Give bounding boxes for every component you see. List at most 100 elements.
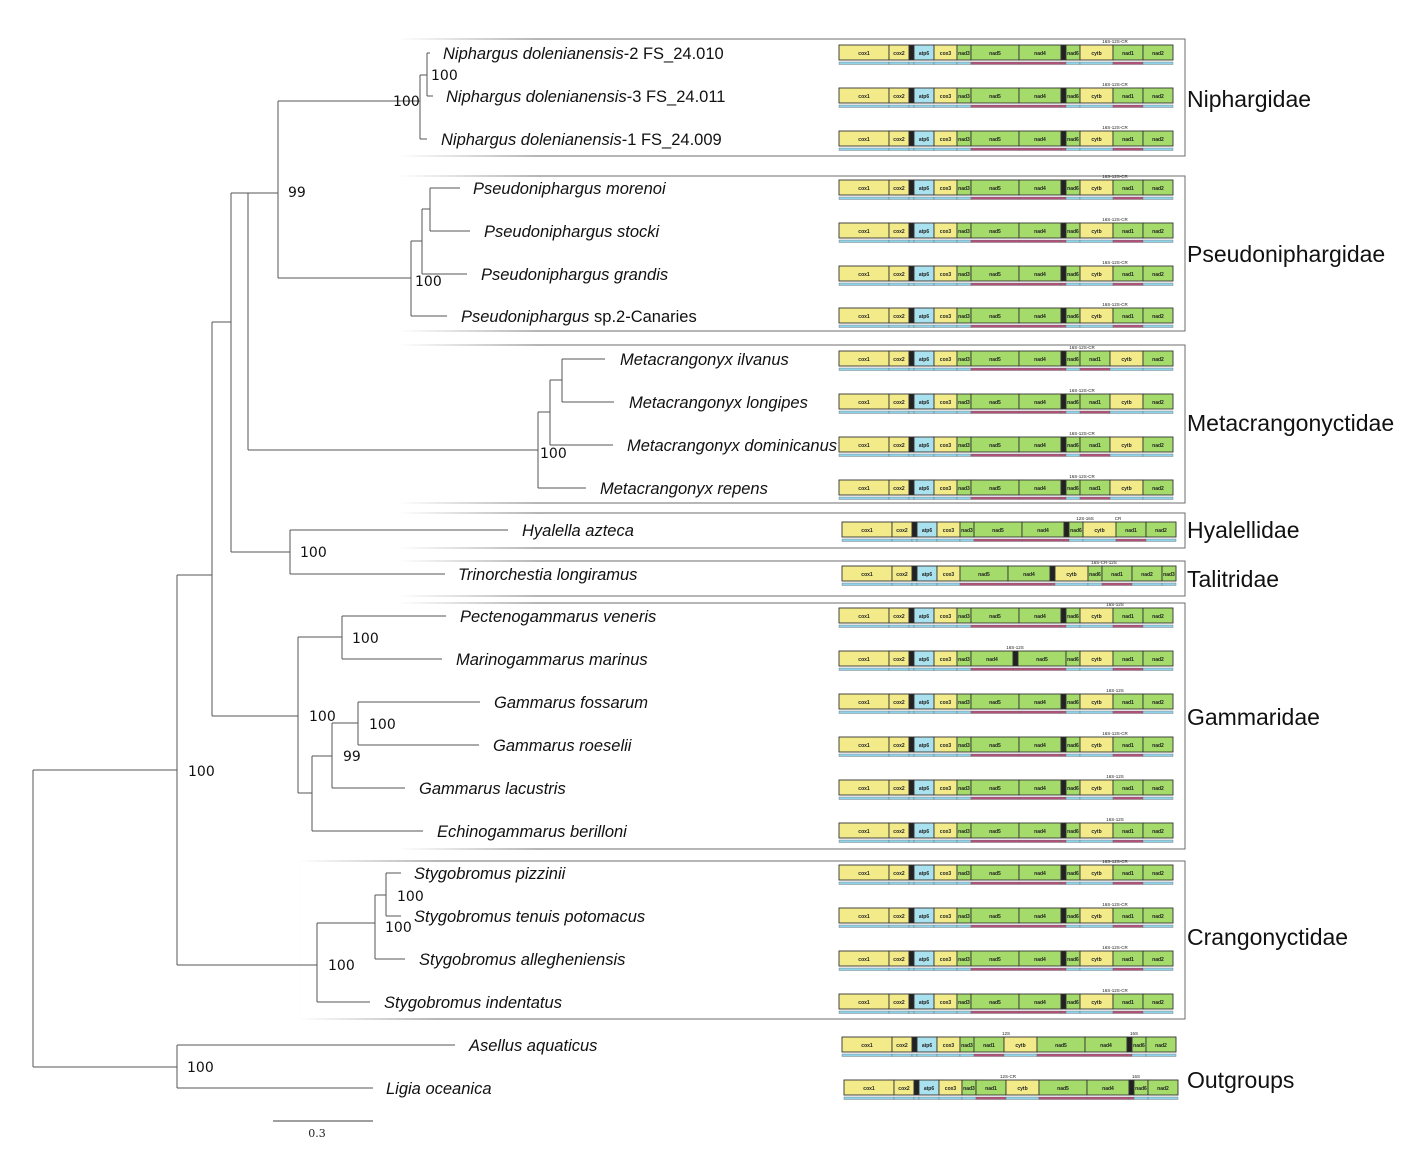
strand-bar: [1065, 324, 1081, 328]
gene-block-nad2: [1145, 521, 1177, 538]
gene-label: nad2: [1152, 51, 1164, 57]
support-value: 100: [369, 717, 396, 733]
strand-bar: [936, 1053, 961, 1057]
gene-label: cox3: [940, 743, 952, 749]
strand-bar: [933, 667, 958, 671]
strand-bar: [1082, 538, 1117, 542]
box-fade: [398, 343, 538, 505]
strand-bar: [1018, 147, 1062, 151]
gene-label: cytb: [1091, 914, 1101, 920]
strand-bar: [1131, 582, 1163, 586]
strand-bar: [933, 410, 958, 414]
strand-bar: [1112, 881, 1144, 885]
strand-bar: [888, 367, 910, 371]
gene-label: cox2: [893, 51, 905, 57]
gene-block-nad2: [1142, 607, 1174, 624]
gene-label: nad4: [1034, 871, 1046, 877]
gene-label: nad4: [1034, 700, 1046, 706]
strand-bar: [970, 282, 1020, 286]
strand-bar: [1012, 667, 1019, 671]
strand-bar: [916, 538, 938, 542]
gene-label: atp6: [922, 528, 933, 534]
gene-label: cox1: [861, 1043, 873, 1049]
strand-bar: [956, 196, 972, 200]
strand-bar: [913, 410, 935, 414]
gene-label: nad1: [983, 1043, 995, 1049]
strand-bar: [933, 1010, 958, 1014]
gene-label: cytb: [1094, 528, 1104, 534]
strand-bar: [888, 667, 910, 671]
strand-bar: [843, 1096, 895, 1100]
gene-label: cytb: [1091, 614, 1101, 620]
strand-bar: [1060, 710, 1067, 714]
gene-block-nad2: [1142, 436, 1174, 453]
strand-bar: [841, 1053, 893, 1057]
gene-label: cox1: [858, 486, 870, 492]
rrna-annotation: 12S-16S: [1076, 516, 1094, 521]
strand-bar: [891, 538, 913, 542]
strand-bar: [1079, 453, 1111, 457]
gene-block-nad2: [1142, 950, 1174, 967]
gene-label: nad6: [1133, 1043, 1145, 1049]
strand-bar: [838, 282, 890, 286]
strand-bar: [1065, 839, 1081, 843]
rrna-annotation: 12S-CR: [1000, 1074, 1017, 1079]
gene-label: cox3: [940, 229, 952, 235]
strand-bar: [936, 538, 961, 542]
strand-bar: [1131, 1053, 1147, 1057]
strand-bar: [933, 624, 958, 628]
gene-label: cytb: [1091, 314, 1101, 320]
strand-bar: [1038, 1096, 1088, 1100]
strand-bar: [1018, 839, 1062, 843]
gene-block-nad2: [1142, 779, 1174, 796]
strand-bar: [1115, 538, 1147, 542]
strand-bar: [913, 624, 935, 628]
strand-bar: [1018, 753, 1062, 757]
gene-order-maps: cox1 cox2 atp6 cox3 nad3 nad5 nad4 nad6 cytb 16S-…: [838, 39, 1179, 1100]
strand-bar: [1079, 282, 1114, 286]
gene-label: nad4: [1034, 443, 1046, 449]
rrna-annotation: 16S-12S-CR: [1102, 302, 1128, 307]
gene-label: nad4: [1102, 1086, 1114, 1092]
gene-label: nad1: [1122, 700, 1134, 706]
strand-bar: [908, 61, 915, 65]
strand-bar: [1060, 196, 1067, 200]
strand-bar: [913, 324, 935, 328]
gene-label: nad4: [1034, 786, 1046, 792]
strand-bar: [1142, 104, 1174, 108]
gene-label: nad6: [1067, 186, 1079, 192]
gene-label: cox1: [858, 94, 870, 100]
gene-label: cox3: [940, 914, 952, 920]
strand-bar: [956, 496, 972, 500]
strand-bar: [970, 324, 1020, 328]
strand-bar: [1112, 324, 1144, 328]
strand-bar: [913, 881, 935, 885]
taxon-label: Echinogammarus berilloni: [437, 823, 628, 841]
strand-bar: [1112, 796, 1144, 800]
strand-bar: [1109, 496, 1144, 500]
strand-bar: [913, 710, 935, 714]
strand-bar: [1142, 710, 1174, 714]
gene-label: nad3: [958, 400, 970, 406]
gene-label: nad6: [1067, 314, 1079, 320]
strand-bar: [956, 753, 972, 757]
gene-label: nad3: [958, 700, 970, 706]
strand-bar: [918, 1096, 940, 1100]
gene-block-atp8: [908, 993, 915, 1010]
strand-bar: [933, 753, 958, 757]
strand-bar: [838, 753, 890, 757]
taxon-label: Niphargus dolenianensis-2 FS_24.010: [443, 45, 724, 63]
strand-bar: [1060, 881, 1067, 885]
gene-label: nad5: [989, 486, 1001, 492]
strand-bar: [975, 1096, 1007, 1100]
gene-label: nad2: [1152, 700, 1164, 706]
strand-bar: [1133, 1096, 1149, 1100]
gene-label: nad1: [1122, 314, 1134, 320]
strand-bar: [908, 839, 915, 843]
gene-label: cox1: [858, 1000, 870, 1006]
gene-block-nad2: [1142, 87, 1174, 104]
strand-bar: [1060, 967, 1067, 971]
